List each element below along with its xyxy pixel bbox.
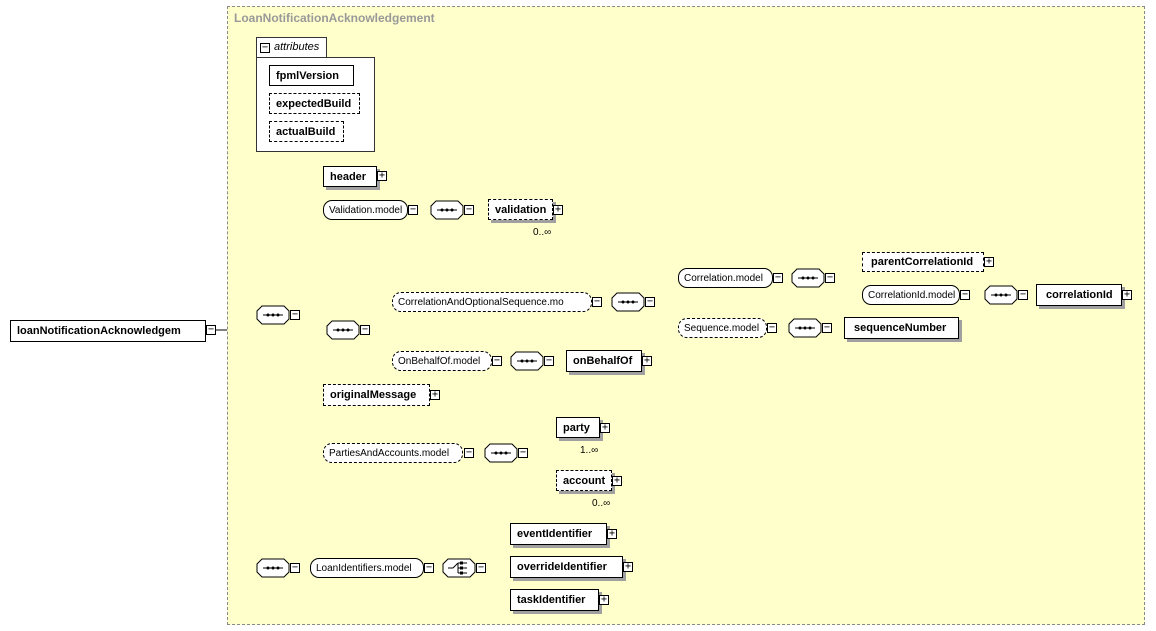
expand-icon[interactable]: +	[1122, 289, 1132, 300]
sequence-compositor-icon	[788, 318, 822, 338]
collapse-icon[interactable]: −	[290, 562, 300, 573]
group-label: CorrelationId.model	[868, 289, 956, 301]
cardinality-label: 0..∞	[533, 227, 552, 238]
element-label: overrideIdentifier	[517, 561, 607, 573]
attributes-tab-label: attributes	[274, 41, 320, 53]
attribute-label: actualBuild	[276, 125, 336, 138]
group-label: LoanIdentifiers.model	[316, 562, 412, 574]
element-account[interactable]: account	[556, 470, 612, 491]
collapse-icon[interactable]: −	[1018, 289, 1028, 300]
collapse-icon[interactable]: −	[825, 272, 835, 283]
element-label: account	[563, 474, 606, 487]
expand-icon[interactable]: +	[984, 256, 994, 267]
collapse-icon[interactable]: −	[360, 324, 370, 335]
element-label: correlationId	[1046, 289, 1113, 301]
group-label: PartiesAndAccounts.model	[329, 447, 450, 459]
sequence-compositor-icon	[484, 443, 518, 463]
sequence-compositor-icon	[791, 268, 825, 288]
element-task-identifier[interactable]: taskIdentifier	[510, 589, 599, 611]
group-label: Correlation.model	[684, 272, 763, 284]
collapse-icon[interactable]: −	[206, 324, 216, 335]
group-label: Sequence.model	[684, 322, 760, 334]
element-label: parentCorrelationId	[871, 256, 974, 268]
group-parties-and-accounts-model[interactable]: PartiesAndAccounts.model	[323, 443, 463, 463]
element-event-identifier[interactable]: eventIdentifier	[510, 523, 607, 545]
group-loan-identifiers-model[interactable]: LoanIdentifiers.model	[310, 558, 424, 578]
element-label: validation	[495, 203, 547, 216]
expand-icon[interactable]: +	[600, 422, 610, 433]
collapse-icon[interactable]: −	[492, 355, 502, 366]
sequence-compositor-icon	[256, 305, 290, 325]
collapse-icon[interactable]: −	[476, 562, 486, 573]
element-label: party	[563, 421, 590, 434]
element-label: eventIdentifier	[517, 528, 593, 540]
collapse-icon[interactable]: −	[260, 42, 270, 53]
element-header[interactable]: header	[323, 166, 377, 187]
expand-icon[interactable]: +	[612, 475, 622, 486]
element-validation[interactable]: validation	[488, 199, 553, 220]
group-correlation-model[interactable]: Correlation.model	[678, 268, 773, 288]
expand-icon[interactable]: +	[642, 355, 652, 366]
element-label: onBehalfOf	[573, 355, 633, 367]
choice-compositor-icon	[442, 558, 476, 578]
element-on-behalf-of[interactable]: onBehalfOf	[566, 350, 642, 372]
element-correlation-id[interactable]: correlationId	[1036, 284, 1122, 306]
group-label: Validation.model	[329, 204, 403, 216]
collapse-icon[interactable]: −	[822, 322, 832, 333]
root-element-loan-notification-acknowledgement[interactable]: loanNotificationAcknowledgem	[10, 320, 206, 342]
element-label: originalMessage	[330, 389, 417, 401]
element-parent-correlation-id[interactable]: parentCorrelationId	[862, 252, 984, 272]
sequence-compositor-icon	[510, 351, 544, 371]
group-on-behalf-of-model[interactable]: OnBehalfOf.model	[392, 351, 492, 371]
attribute-label: expectedBuild	[276, 97, 352, 110]
attributes-tab	[256, 37, 327, 58]
sequence-compositor-icon	[430, 200, 464, 220]
sequence-compositor-icon	[326, 320, 360, 340]
collapse-icon[interactable]: −	[518, 447, 528, 458]
collapse-icon[interactable]: −	[773, 272, 783, 283]
sequence-compositor-icon	[256, 558, 290, 578]
collapse-icon[interactable]: −	[960, 289, 970, 300]
collapse-icon[interactable]: −	[464, 447, 474, 458]
collapse-icon[interactable]: −	[645, 296, 655, 307]
cardinality-label: 0..∞	[592, 498, 611, 509]
root-element-label: loanNotificationAcknowledgem	[17, 325, 181, 337]
collapse-icon[interactable]: −	[544, 355, 554, 366]
collapse-icon[interactable]: −	[592, 296, 602, 307]
element-original-message[interactable]: originalMessage	[323, 384, 430, 406]
attribute-actual-build[interactable]: actualBuild	[269, 121, 344, 142]
element-override-identifier[interactable]: overrideIdentifier	[510, 556, 623, 578]
element-label: header	[330, 170, 367, 183]
sequence-compositor-icon	[611, 292, 645, 312]
collapse-icon[interactable]: −	[424, 562, 434, 573]
element-party[interactable]: party	[556, 417, 600, 438]
cardinality-label: 1..∞	[580, 445, 599, 456]
attribute-expected-build[interactable]: expectedBuild	[269, 93, 360, 114]
expand-icon[interactable]: +	[553, 204, 563, 215]
expand-icon[interactable]: +	[623, 561, 633, 572]
collapse-icon[interactable]: −	[290, 309, 300, 320]
expand-icon[interactable]: +	[430, 389, 440, 400]
element-label: taskIdentifier	[517, 594, 586, 606]
attribute-fpml-version[interactable]: fpmlVersion	[269, 65, 354, 86]
collapse-icon[interactable]: −	[408, 204, 418, 215]
group-sequence-model[interactable]: Sequence.model	[678, 318, 767, 338]
expand-icon[interactable]: +	[377, 170, 387, 181]
container-title: LoanNotificationAcknowledgement	[234, 11, 435, 25]
expand-icon[interactable]: +	[599, 594, 609, 605]
group-correlation-and-optional-sequence[interactable]: CorrelationAndOptionalSequence.mo	[392, 292, 592, 312]
expand-icon[interactable]: +	[607, 528, 617, 539]
complex-type-container	[227, 6, 1145, 625]
group-validation-model[interactable]: Validation.model	[323, 200, 408, 220]
collapse-icon[interactable]: −	[767, 322, 777, 333]
group-correlation-id-model[interactable]: CorrelationId.model	[862, 285, 960, 305]
collapse-icon[interactable]: −	[464, 204, 474, 215]
group-label: OnBehalfOf.model	[398, 355, 481, 367]
attribute-label: fpmlVersion	[276, 69, 339, 82]
element-label: sequenceNumber	[854, 322, 947, 334]
sequence-compositor-icon	[984, 285, 1018, 305]
group-label: CorrelationAndOptionalSequence.mo	[398, 296, 564, 308]
element-sequence-number[interactable]: sequenceNumber	[844, 317, 959, 339]
